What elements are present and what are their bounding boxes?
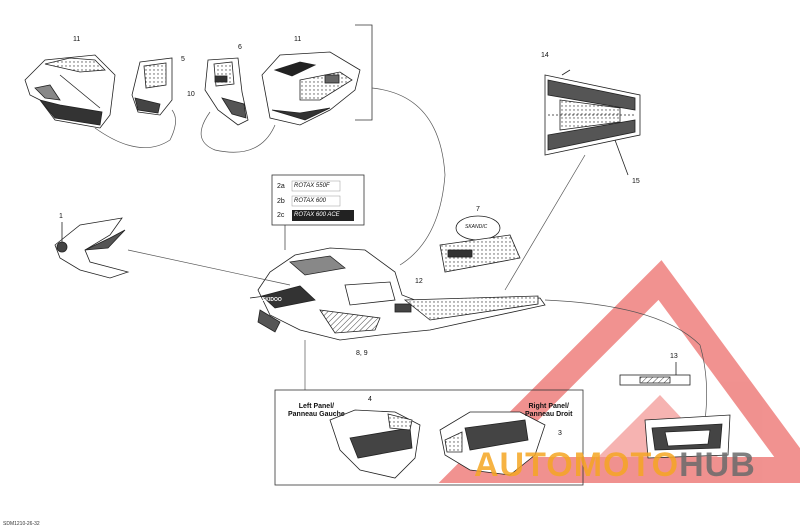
callout-2a: 2a bbox=[277, 183, 285, 190]
reference-code: SDM1210-26-32 bbox=[3, 521, 40, 527]
left-panel-label-line1: Left Panel/ bbox=[298, 403, 335, 410]
callout-5: 5 bbox=[181, 56, 185, 63]
decal-7-text: SKANDIC bbox=[465, 224, 488, 230]
part-3-right-panel bbox=[439, 411, 546, 476]
part-11-left-side-panel bbox=[24, 54, 116, 129]
left-panel-label-line2: Panneau Gauche bbox=[288, 411, 345, 419]
body-connectors bbox=[127, 154, 708, 421]
part-5-panel bbox=[131, 57, 173, 116]
callout-7: 7 bbox=[476, 206, 480, 213]
decal-2a-text: ROTAX 550F bbox=[294, 183, 330, 189]
right-panel-label: Right Panel/ Panneau Droit bbox=[525, 403, 572, 419]
watermark-hub: HUB bbox=[679, 446, 756, 484]
decal-options-box bbox=[271, 174, 365, 250]
callout-2c: 2c bbox=[277, 212, 285, 219]
top-group-bracket bbox=[355, 24, 373, 121]
right-panel-label-line2: Panneau Droit bbox=[525, 411, 573, 419]
watermark-auto: AUTO bbox=[474, 446, 574, 484]
callout-14: 14 bbox=[541, 52, 549, 59]
bottom-panels-box bbox=[274, 389, 584, 486]
part-14-15-tunnel bbox=[544, 69, 641, 176]
right-panel-label-line1: Right Panel/ bbox=[528, 403, 569, 410]
watermark-moto: MOTO bbox=[573, 446, 680, 484]
callout-6: 6 bbox=[238, 44, 242, 51]
callout-4: 4 bbox=[368, 396, 372, 403]
callout-13: 13 bbox=[670, 353, 678, 360]
part-4-left-panel bbox=[329, 409, 421, 479]
part-6-10-panel bbox=[204, 57, 249, 126]
hood-decal-text: SKIDOO bbox=[262, 297, 282, 303]
callout-2b: 2b bbox=[277, 198, 285, 205]
decal-2b-text: ROTAX 600 bbox=[294, 198, 326, 204]
callout-1: 1 bbox=[59, 213, 63, 220]
callout-11-left: 11 bbox=[73, 36, 81, 43]
callout-12: 12 bbox=[415, 278, 423, 285]
snowmobile-body bbox=[249, 247, 546, 341]
rear-view-part bbox=[644, 414, 731, 459]
callout-15: 15 bbox=[632, 178, 640, 185]
part-11-right-side-panel bbox=[261, 51, 361, 126]
callout-10: 10 bbox=[187, 91, 195, 98]
part-7-decal bbox=[439, 215, 521, 273]
top-connectors bbox=[94, 87, 446, 266]
watermark-text: AUTOMOTOHUB bbox=[474, 446, 756, 485]
part-1-hood-front bbox=[54, 217, 130, 279]
part-13-rear-decal bbox=[619, 362, 691, 386]
callout-8-9: 8, 9 bbox=[356, 350, 368, 357]
callout-3: 3 bbox=[558, 430, 562, 437]
decal-2c-text: ROTAX 600 ACE bbox=[294, 212, 340, 218]
left-panel-label: Left Panel/ Panneau Gauche bbox=[288, 403, 345, 419]
callout-11-right: 11 bbox=[294, 36, 302, 43]
